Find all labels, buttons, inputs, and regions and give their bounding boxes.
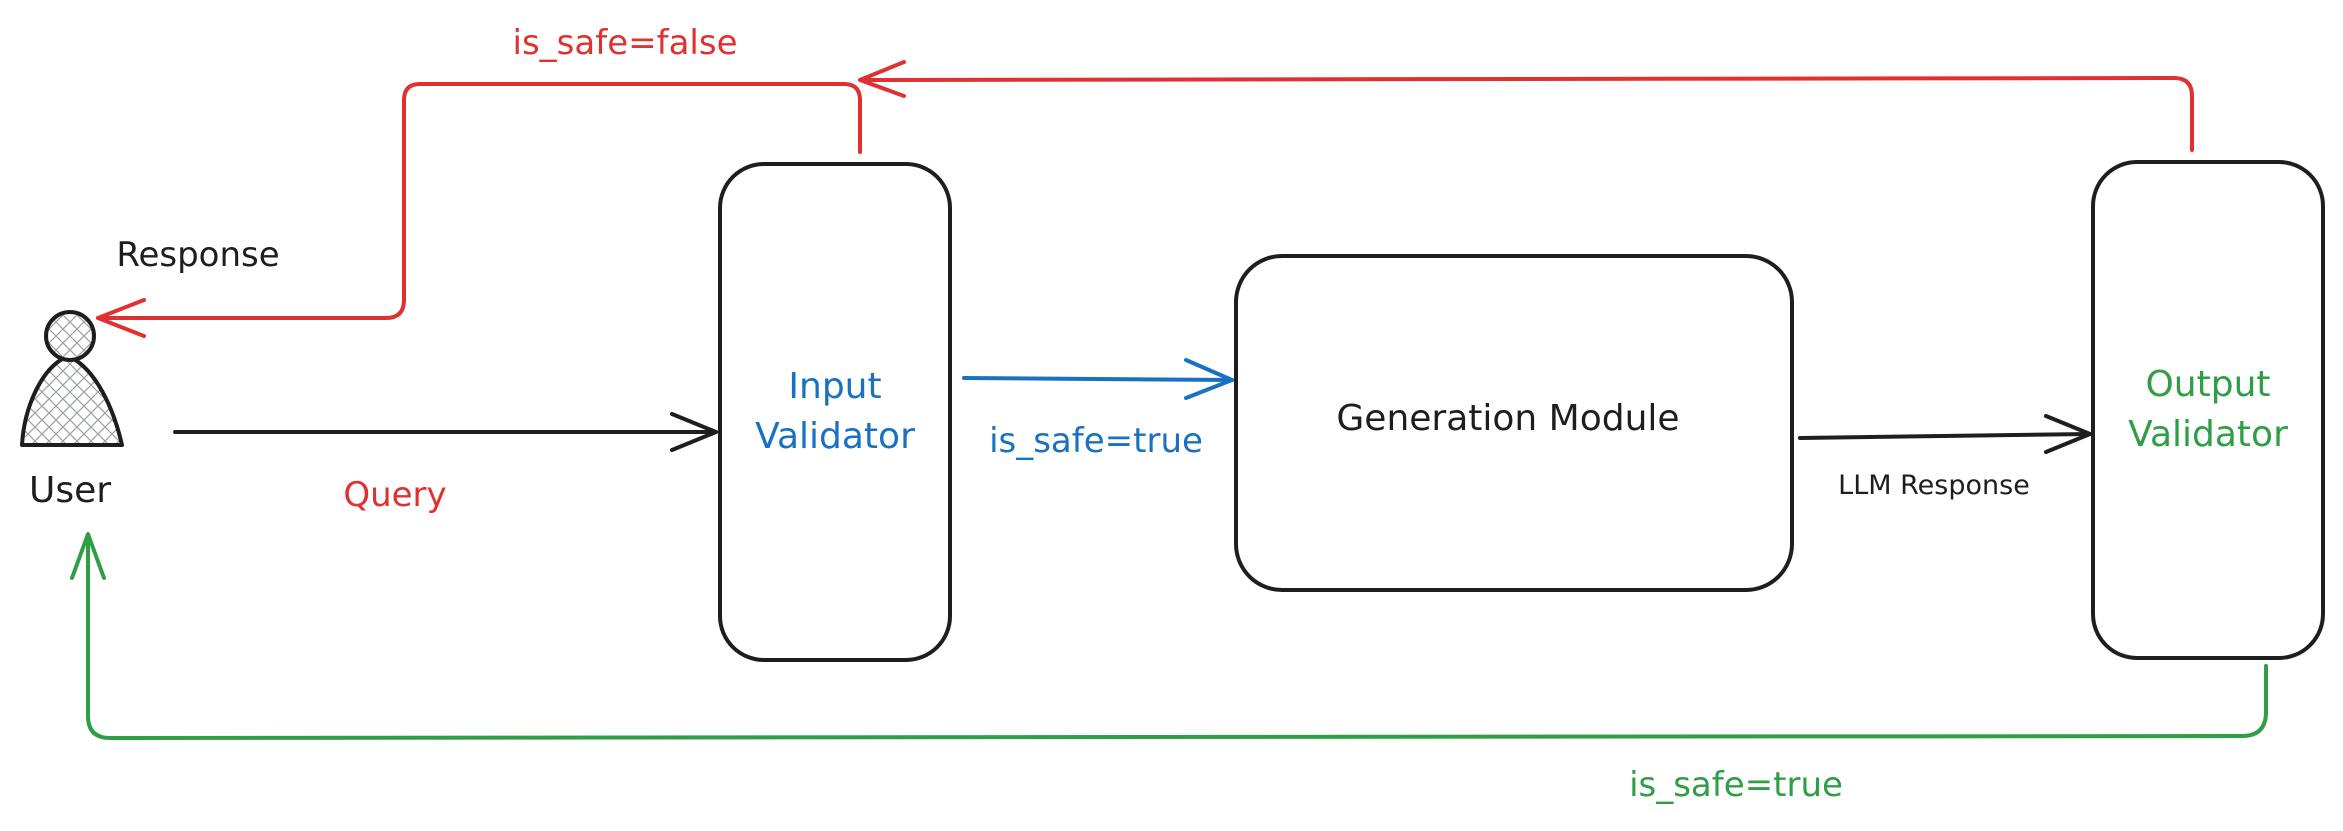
output-safe-arrow-head	[70, 532, 106, 580]
input-safe-arrow: is_safe=true	[962, 358, 1234, 461]
output-unsafe-arrow: is_safe=false	[513, 23, 2194, 152]
output-safe-arrow: is_safe=true	[70, 532, 2268, 805]
llm-response-arrow-head	[2044, 414, 2092, 454]
input-validator-node: Input Validator	[718, 162, 952, 662]
output-validator-node: Output Validator	[2091, 160, 2325, 660]
user-node: User	[20, 310, 124, 511]
query-arrow-head	[670, 412, 718, 452]
output-unsafe-arrow-head	[858, 60, 906, 98]
user-label: User	[29, 470, 111, 511]
llm-response-label: LLM Response	[1838, 470, 2030, 501]
response-arrow: Response	[96, 82, 862, 338]
output-safe-arrow-line	[86, 534, 2268, 740]
response-arrow-line	[96, 82, 862, 320]
input-safe-arrow-head	[1184, 358, 1234, 400]
output-validator-label-line1: Output	[2145, 364, 2270, 405]
input-safe-arrow-line	[962, 376, 1234, 382]
input-safe-label: is_safe=true	[989, 421, 1203, 461]
query-arrow: Query	[173, 412, 718, 515]
output-validator-label-line2: Validator	[2128, 414, 2288, 455]
query-label: Query	[343, 475, 446, 515]
output-unsafe-label: is_safe=false	[513, 23, 738, 63]
output-validator-box	[2091, 160, 2325, 660]
output-safe-label: is_safe=true	[1629, 765, 1843, 805]
output-unsafe-arrow-line	[860, 76, 2194, 152]
response-label: Response	[116, 235, 279, 275]
input-validator-box	[718, 162, 952, 662]
person-icon-body	[20, 354, 124, 447]
response-arrow-head	[96, 298, 146, 338]
person-icon	[20, 310, 124, 447]
llm-response-arrow: LLM Response	[1798, 414, 2092, 501]
generation-module-box	[1234, 254, 1794, 592]
generation-module-node: Generation Module	[1234, 254, 1794, 592]
person-icon-head	[44, 310, 96, 362]
generation-module-label: Generation Module	[1336, 398, 1679, 439]
input-validator-label-line1: Input	[788, 366, 881, 407]
llm-response-arrow-line	[1798, 432, 2092, 440]
input-validator-label-line2: Validator	[755, 416, 915, 457]
